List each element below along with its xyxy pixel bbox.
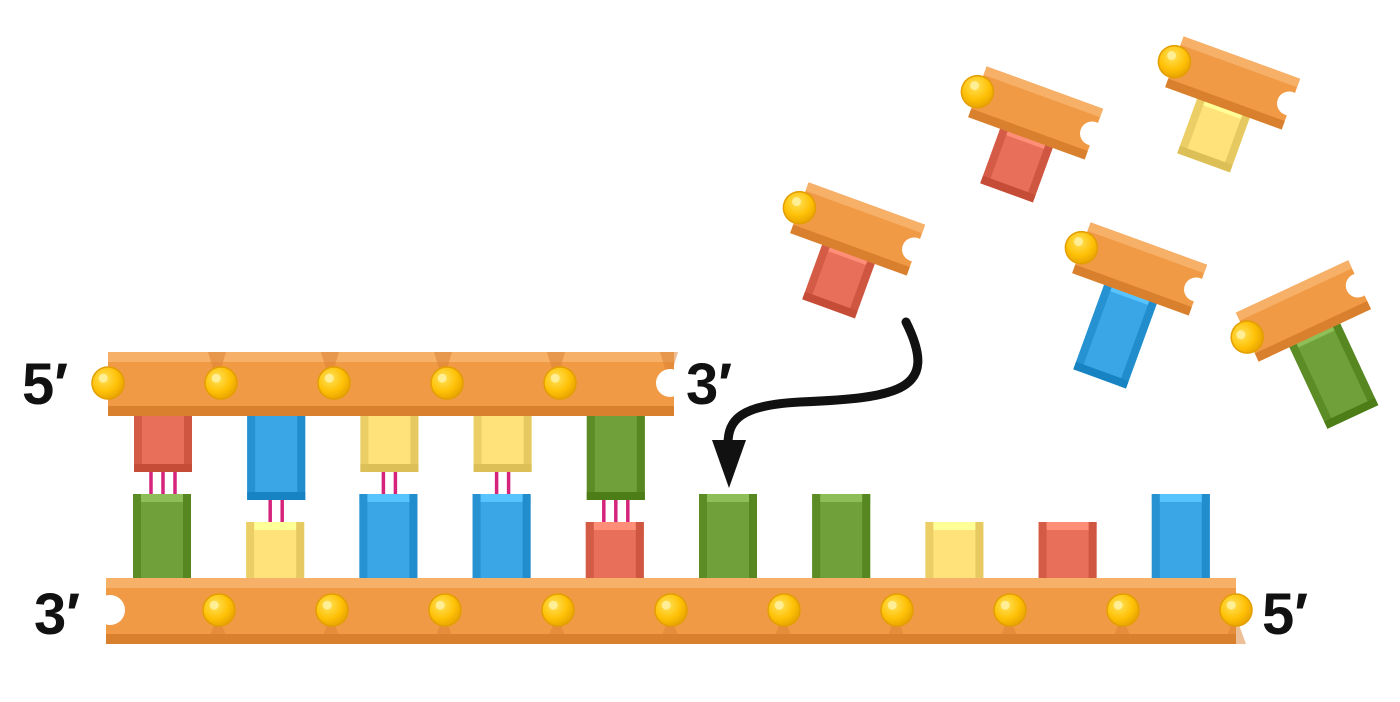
phosphate-ball [1230,320,1264,354]
template-strand-backbone [108,352,674,416]
sugar-notch [546,614,568,644]
sugar-notch [885,614,907,644]
phosphate-ball [654,593,688,627]
sugar-notch [1111,614,1133,644]
phosphate-ball [91,366,125,400]
phosphate-ball [1106,593,1140,627]
phosphate-ball [1219,593,1253,627]
phosphate-ball [543,366,577,400]
phosphate-ball [202,593,236,627]
sugar-notch [998,614,1020,644]
template-base-green [586,406,645,500]
new-strand-3-prime-label: 3′ [34,582,80,647]
new-strand-base-blue [472,494,531,590]
phosphate-ball [204,366,238,400]
sugar-notch [772,614,794,644]
free-nucleotide-yellow [1157,36,1302,173]
phosphate-ball [428,593,462,627]
free-nucleotide-base [1177,94,1252,173]
new-strand-base-blue [359,494,418,590]
new-strand-5-prime-label: 5′ [1262,582,1308,647]
three-prime-hydroxyl-notch [656,369,684,397]
phosphate-ball [993,593,1027,627]
phosphate-ball [315,593,349,627]
new-strand-base-blue [1151,494,1210,590]
phosphate-ball [960,74,995,109]
template-3-prime-label: 3′ [686,352,732,417]
phosphate-ball [767,593,801,627]
new-strand-base-green [812,494,871,590]
phosphate-ball [782,190,817,225]
free-nucleotide-base [1287,319,1379,429]
template-base-blue [247,406,306,500]
free-nucleotide-base [1073,280,1159,389]
free-nucleotide-red [782,182,927,319]
sugar-notch [1224,614,1246,644]
three-prime-hydroxyl-notch [95,595,125,625]
free-nucleotide-red [960,66,1105,203]
template-5-prime-label: 5′ [22,352,68,417]
phosphate-ball [1157,44,1192,79]
sugar-notch [660,352,678,382]
free-nucleotides [782,36,1379,429]
free-nucleotide-blue [1064,222,1209,389]
phosphate-ball [880,593,914,627]
new-strand-base-green [133,494,191,590]
sugar-notch [207,614,229,644]
hydrogen-bonds [149,472,630,522]
sugar-notch [320,614,342,644]
new-strand-bases [133,494,1210,590]
phosphate-ball [541,593,575,627]
phosphate-ball [317,366,351,400]
incoming-nucleotide-arrow [712,317,923,488]
sugar-notch [659,614,681,644]
new-strand-base-green [699,494,757,590]
template-strand-bases [134,406,645,500]
sugar-notch [433,614,455,644]
phosphate-ball [1064,230,1099,265]
phosphate-ball [430,366,464,400]
free-nucleotide-green [1230,260,1379,429]
